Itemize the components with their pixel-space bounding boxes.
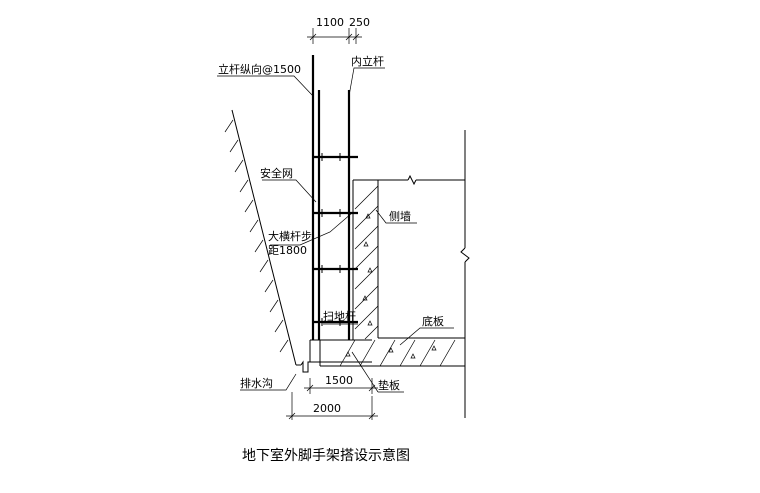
scaffold <box>311 55 358 340</box>
label-ledger-line2: 距1800 <box>268 244 307 257</box>
label-ledger-line1: 大横杆步 <box>268 229 312 243</box>
dim-1100: 1100 <box>316 16 344 29</box>
label-sweep-pole: 扫地杆 <box>323 309 356 323</box>
label-outer-pole: 立杆纵向@1500 <box>218 62 301 76</box>
leaders <box>217 67 454 393</box>
label-inner-pole: 内立杆 <box>351 54 384 68</box>
label-side-wall: 侧墙 <box>389 209 411 223</box>
excavation-slope <box>224 109 301 366</box>
label-base-slab: 底板 <box>422 314 444 328</box>
drain-ditch <box>300 360 310 373</box>
base-slab <box>319 337 465 367</box>
label-safety-net: 安全网 <box>260 166 293 180</box>
dim-250: 250 <box>349 16 370 29</box>
bottom-dimensions <box>286 378 378 420</box>
ground-pad <box>309 339 372 363</box>
side-wall <box>352 179 379 340</box>
label-pad: 垫板 <box>378 378 400 392</box>
diagram-caption: 地下室外脚手架搭设示意图 <box>242 447 410 464</box>
top-dimension <box>307 28 362 44</box>
dim-1500: 1500 <box>325 374 353 387</box>
dim-2000: 2000 <box>313 402 341 415</box>
building-outline <box>378 130 470 418</box>
label-drain: 排水沟 <box>240 376 273 390</box>
